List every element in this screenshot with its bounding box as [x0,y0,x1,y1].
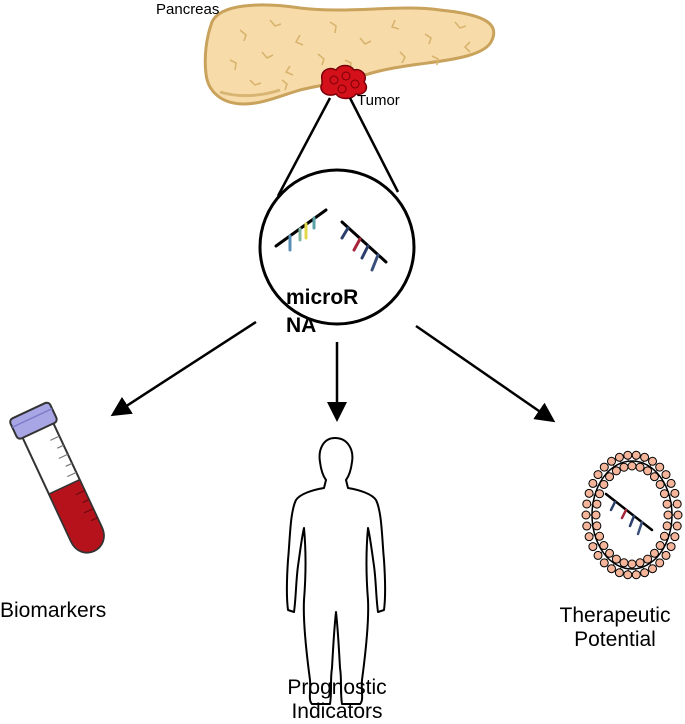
arrow-to-biomarkers [114,322,256,414]
prognostic-label: Prognostic Indicators [272,676,402,724]
blood-tube-icon [9,401,114,560]
therapeutic-label: Therapeutic Potential [550,604,680,652]
arrow-to-therapeutic [416,326,552,420]
tumor-label: Tumor [357,92,400,109]
liposome-icon [582,451,682,578]
mirna-label: microRNA [286,284,364,340]
biomarkers-label: Biomarkers [0,599,106,623]
human-body-icon [287,438,385,704]
pancreas-label: Pancreas [156,1,219,18]
